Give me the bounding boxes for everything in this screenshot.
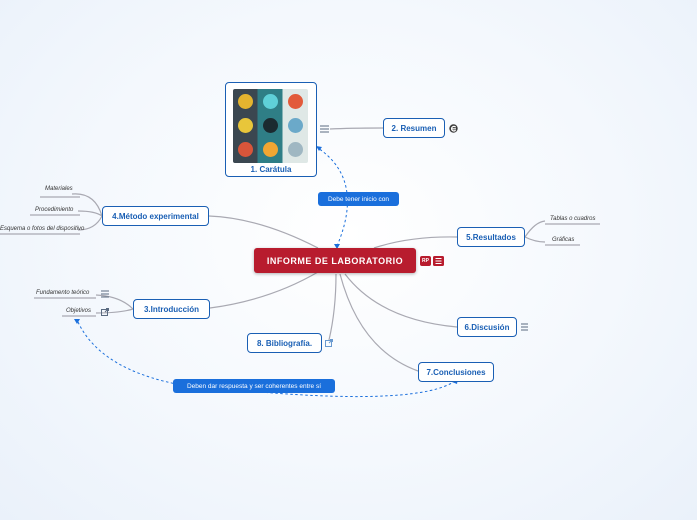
leaf-fundamento[interactable]: Fundamento teórico: [36, 290, 90, 296]
notes-icon[interactable]: [320, 125, 329, 133]
notes-icon[interactable]: [521, 323, 528, 331]
sub-objetivos: [95, 308, 134, 314]
link-icon[interactable]: [101, 308, 109, 316]
branch-bibliografia: [328, 273, 337, 341]
leaf-procedimiento[interactable]: Procedimiento: [35, 207, 74, 213]
notes-icon[interactable]: [101, 290, 109, 298]
sub-fundamento: [95, 294, 134, 310]
caratula-label: 1. Carátula: [250, 165, 292, 174]
branch-resultados: [373, 236, 458, 249]
branch-resumen: [329, 127, 384, 130]
badge-icon: RP: [420, 256, 431, 266]
arrowhead-respuesta-left: [74, 319, 80, 324]
caratula-image: [233, 89, 308, 163]
branch-discusion: [344, 273, 458, 328]
leaf-materiales[interactable]: Materiales: [45, 186, 73, 192]
leaf-tablas[interactable]: Tablas o cuadros: [550, 216, 596, 222]
relation-label-inicio[interactable]: Debe tener inicio con: [318, 192, 399, 206]
sub-materiales: [71, 193, 103, 217]
leaf-objetivos[interactable]: Objetivos: [66, 308, 92, 314]
central-topic[interactable]: INFORME DE LABORATORIO: [254, 248, 416, 273]
resultados-node[interactable]: 5.Resultados: [457, 227, 525, 247]
relation-respuesta: [77, 321, 456, 398]
sub-esquema: [77, 215, 103, 231]
introduccion-node[interactable]: 3.Introducción: [133, 299, 210, 319]
branch-metodo: [208, 215, 319, 249]
edge-browser-icon[interactable]: [449, 124, 458, 133]
caratula-node[interactable]: 1. Carátula: [225, 82, 317, 177]
branch-introduccion: [209, 271, 319, 309]
sub-tablas: [524, 220, 546, 238]
sub-procedimiento: [77, 210, 103, 217]
metodo-node[interactable]: 4.Método experimental: [102, 206, 209, 226]
arrowhead-inicio-top: [316, 146, 322, 151]
resumen-node[interactable]: 2. Resumen: [383, 118, 445, 138]
conclusiones-node[interactable]: 7.Conclusiones: [418, 362, 494, 382]
sub-graficas: [524, 236, 546, 243]
bibliografia-node[interactable]: 8. Bibliografía.: [247, 333, 322, 353]
leaf-graficas[interactable]: Gráficas: [552, 237, 575, 243]
branch-conclusiones: [339, 273, 419, 372]
link-icon[interactable]: [325, 339, 333, 347]
discusion-node[interactable]: 6.Discusión: [457, 317, 517, 337]
leaf-esquema[interactable]: Esquema o fotos del dispositivo: [0, 226, 85, 232]
notes-icon[interactable]: [433, 256, 444, 266]
relation-label-respuesta[interactable]: Deben dar respuesta y ser coherentes ent…: [173, 379, 335, 393]
arrowhead-inicio-bottom: [334, 244, 340, 249]
